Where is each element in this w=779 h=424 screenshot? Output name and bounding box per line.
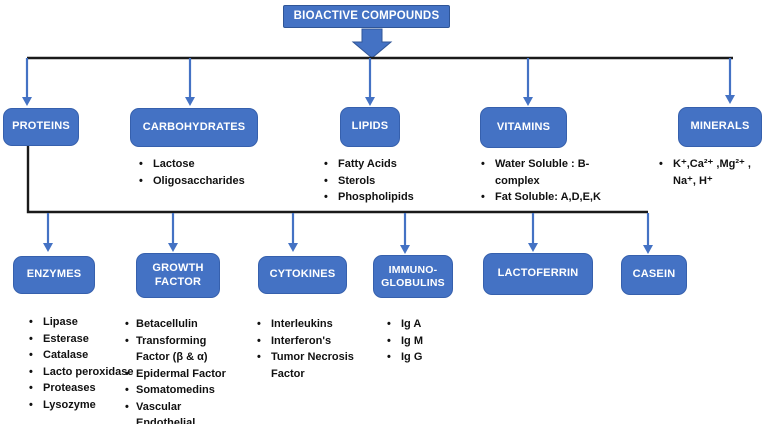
list-item: Water Soluble : B-complex [480,156,615,189]
node-enzymes: ENZYMES [13,256,95,294]
list-item: Lacto peroxidase [28,364,160,381]
list-item: Lysozyme [28,397,160,414]
node-casein: CASEIN [621,255,687,295]
list-item: Lactose [138,156,268,173]
list-item: Oligosaccharides [138,173,268,190]
cytokines-list: Interleukins Interferon's Tumor Necrosis… [256,316,366,382]
node-lipids: LIPIDS [340,107,400,147]
list-item: Ig A [386,316,466,333]
list-item: Catalase [28,347,160,364]
list-item: Vascular Endothelial [124,399,238,424]
list-item: Sterols [323,173,438,190]
list-item: Interferon's [256,333,366,350]
list-item: Betacellulin [124,316,238,333]
list-item: Epidermal Factor [124,366,238,383]
node-carbohydrates: CARBOHYDRATES [130,108,258,147]
list-item: Phospholipids [323,189,438,206]
immunoglobulins-list: Ig A Ig M Ig G [386,316,466,366]
list-item: Esterase [28,331,160,348]
list-item: Lipase [28,314,160,331]
list-item: K⁺,Ca²⁺ ,Mg²⁺ , Na⁺, H⁺ [658,156,770,189]
node-growth-factor: GROWTH FACTOR [136,253,220,298]
list-item: Fatty Acids [323,156,438,173]
carbohydrates-list: Lactose Oligosaccharides [138,156,268,189]
node-proteins: PROTEINS [3,108,79,146]
vitamins-list: Water Soluble : B-complex Fat Soluble: A… [480,156,615,206]
lipids-list: Fatty Acids Sterols Phospholipids [323,156,438,206]
list-item: Ig G [386,349,466,366]
root-block-arrow-icon [351,28,393,59]
node-vitamins: VITAMINS [480,107,567,148]
node-cytokines: CYTOKINES [258,256,347,294]
growth-factor-list: Betacellulin Transforming Factor (β & α)… [124,316,238,424]
node-immunoglobulins: IMMUNO-GLOBULINS [373,255,453,298]
list-item: Interleukins [256,316,366,333]
list-item: Ig M [386,333,466,350]
level2-arrows [43,213,653,254]
list-item: Tumor Necrosis Factor [256,349,366,382]
node-bioactive-compounds: BIOACTIVE COMPOUNDS [283,5,450,28]
node-lactoferrin: LACTOFERRIN [483,253,593,295]
list-item: Somatomedins [124,382,238,399]
enzymes-list: Lipase Esterase Catalase Lacto peroxidas… [28,314,160,413]
level2-bus-line [26,146,648,214]
list-item: Fat Soluble: A,D,E,K [480,189,615,206]
node-minerals: MINERALS [678,107,762,147]
level1-arrows [22,58,735,106]
minerals-list: K⁺,Ca²⁺ ,Mg²⁺ , Na⁺, H⁺ [658,156,770,189]
list-item: Proteases [28,380,160,397]
list-item: Transforming Factor (β & α) [124,333,238,366]
